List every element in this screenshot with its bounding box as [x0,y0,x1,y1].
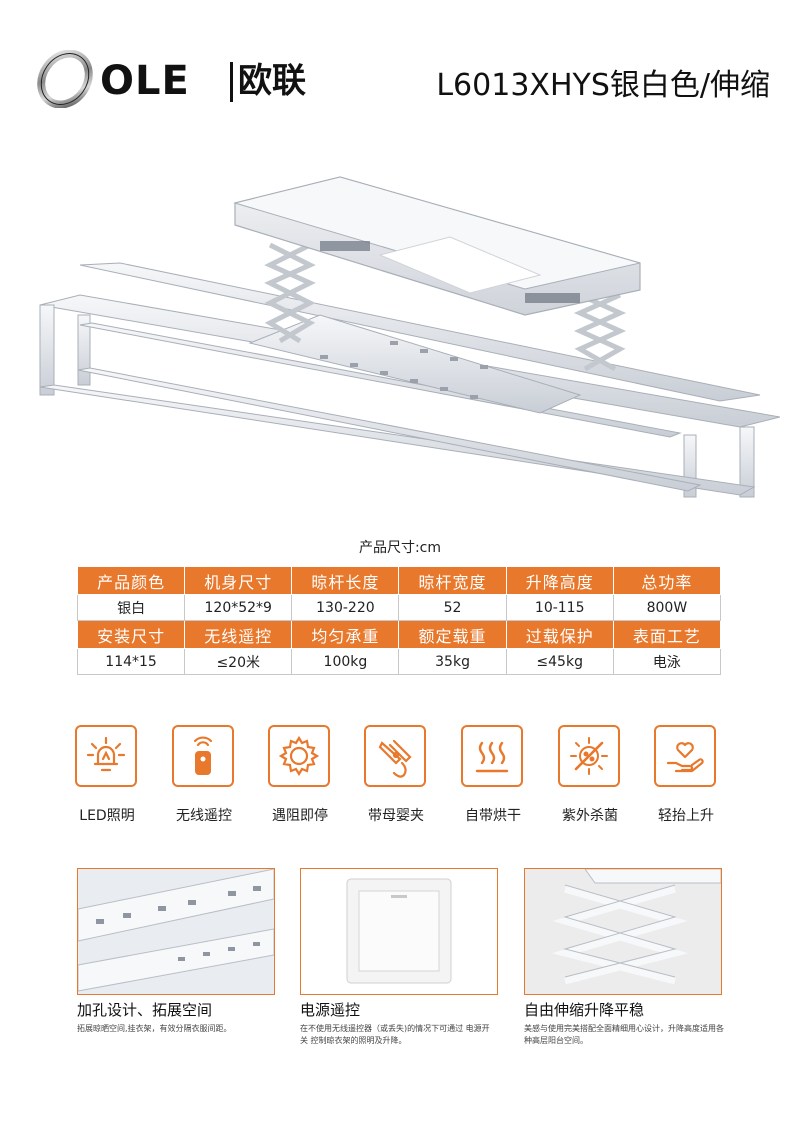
spec-header-cell: 升降高度 [505,566,614,595]
spec-value-cell: 100kg [291,648,400,675]
uv-sterilize-icon [558,725,620,787]
spec-value-row: 银白 120*52*9 130-220 52 10-115 800W [76,594,722,621]
spec-table: 产品颜色 机身尺寸 晾杆长度 晾杆宽度 升降高度 总功率 银白 120*52*9… [76,566,722,675]
model-title: L6013XHYS银白色/伸缩 [436,68,770,103]
spec-value-cell: 电泳 [612,648,722,675]
heat-dry-icon [461,725,523,787]
feature-uv: 紫外杀菌 [542,725,638,835]
spec-header-cell: 无线遥控 [184,620,293,649]
feature-label: 带母婴夹 [368,808,424,824]
clip-icon [364,725,426,787]
feature-dry: 自带烘干 [445,725,541,835]
feature-baby-clip: 带母婴夹 [348,725,444,835]
feature-lift: 轻抬上升 [638,725,734,835]
feature-label: 紫外杀菌 [562,808,618,824]
feature-label: 轻抬上升 [658,808,714,824]
brand-logo: OLE 欧联 [36,48,308,114]
spec-value-cell: 130-220 [291,594,400,621]
spec-value-cell: ≤45kg [505,648,614,675]
spec-header-cell: 晾杆长度 [291,566,400,595]
size-unit-label: 产品尺寸:cm [358,540,442,556]
remote-control-icon [172,725,234,787]
detail-switch-image [300,868,498,995]
brand-name-cn: 欧联 [238,61,306,101]
feature-label: 遇阻即停 [272,808,328,824]
product-image [39,176,780,498]
feature-label: 无线遥控 [176,808,232,824]
spec-value-cell: 114*15 [76,648,186,675]
spec-header-row: 产品颜色 机身尺寸 晾杆长度 晾杆宽度 升降高度 总功率 [76,566,722,595]
logo-ring-icon [37,50,93,108]
brand-name-en: OLE [100,58,190,104]
spec-header-cell: 产品颜色 [76,566,186,595]
spec-header-cell: 机身尺寸 [184,566,293,595]
spec-header-cell: 晾杆宽度 [398,566,507,595]
spec-header-row: 安装尺寸 无线遥控 均匀承重 额定载重 过载保护 表面工艺 [76,620,722,649]
spec-value-cell: 35kg [398,648,507,675]
feature-label: LED照明 [79,808,135,824]
gear-icon [268,725,330,787]
detail-desc: 拓展晾晒空间,挂衣架，有效分隔衣服间距。 [77,1024,232,1033]
detail-holes-image [77,868,275,995]
spec-value-cell: 52 [398,594,507,621]
spec-value-cell: 10-115 [505,594,614,621]
spec-header-cell: 表面工艺 [612,620,722,649]
spec-value-cell: 120*52*9 [184,594,293,621]
spec-header-cell: 均匀承重 [291,620,400,649]
hand-heart-icon [654,725,716,787]
brand-divider [230,62,233,102]
spec-value-cell: 800W [612,594,722,621]
led-light-icon [75,725,137,787]
feature-obstacle-stop: 遇阻即停 [252,725,348,835]
spec-header-cell: 过载保护 [505,620,614,649]
spec-value-cell: ≤20米 [184,648,293,675]
spec-value-row: 114*15 ≤20米 100kg 35kg ≤45kg 电泳 [76,648,722,675]
detail-title: 自由伸缩升降平稳 [524,1001,645,1019]
detail-title: 加孔设计、拓展空间 [77,1001,213,1019]
spec-header-cell: 安装尺寸 [76,620,186,649]
spec-header-cell: 总功率 [612,566,722,595]
feature-remote: 无线遥控 [156,725,252,835]
detail-desc: 在不使用无线遥控器（或丢失)的情况下可通过 电源开关 控制晾衣架的照明及升降。 [300,1024,490,1045]
detail-scissor-image [524,868,722,995]
feature-led: LED照明 [59,725,155,835]
detail-title: 电源遥控 [300,1001,361,1019]
spec-header-cell: 额定载重 [398,620,507,649]
spec-value-cell: 银白 [76,594,186,621]
detail-desc: 美感与使用完美搭配全面精细用心设计，升降高度适用各种高层阳台空间。 [524,1024,724,1045]
feature-label: 自带烘干 [465,808,521,824]
